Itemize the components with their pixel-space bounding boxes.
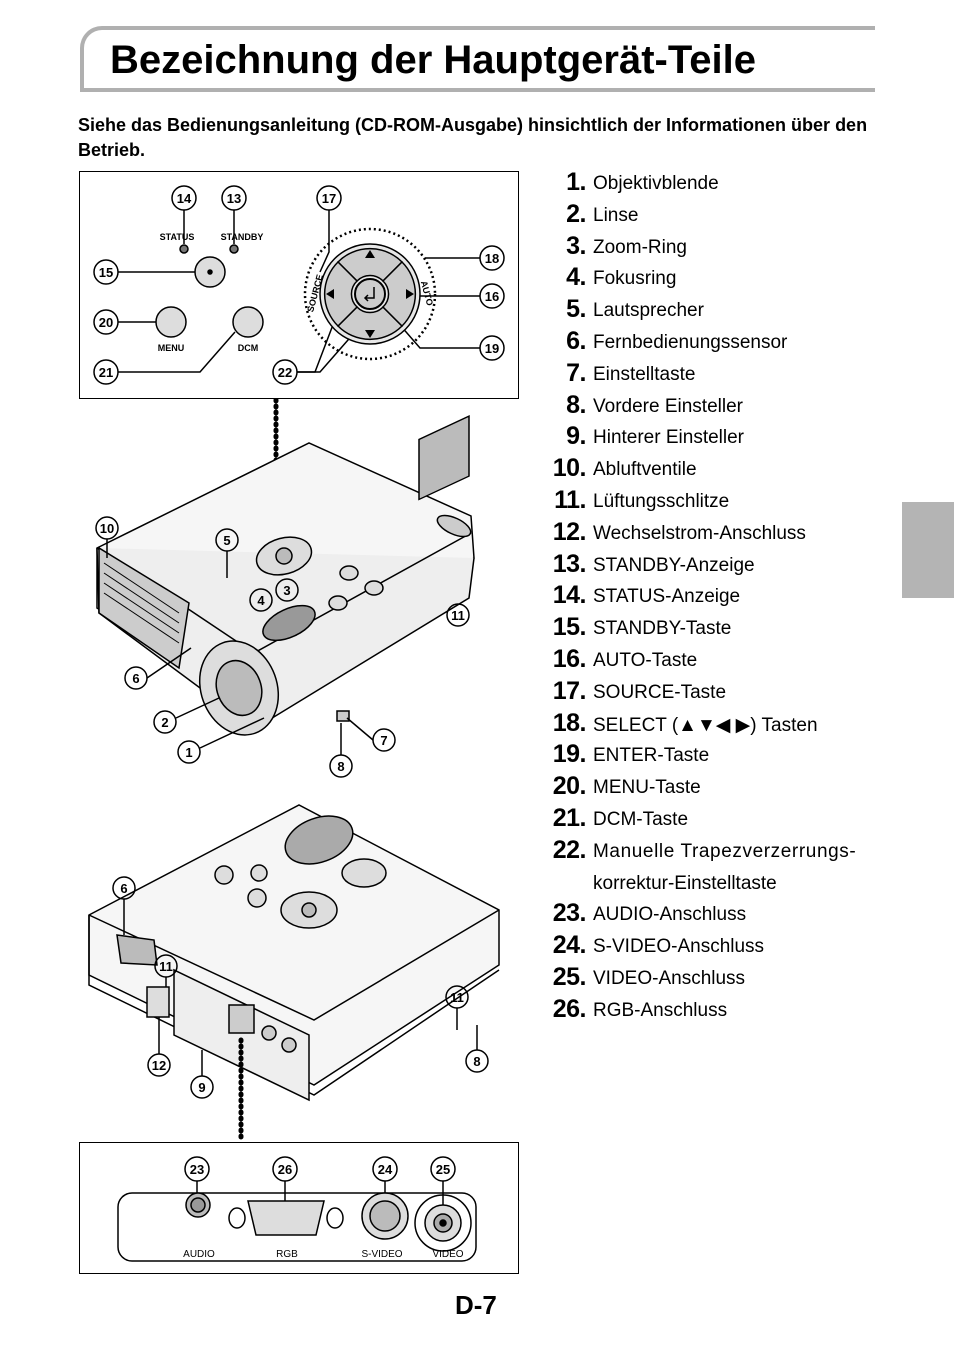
list-item: 22.Manuelle Trapezverzerrungs- — [552, 835, 857, 864]
list-item: 21.DCM-Taste — [552, 803, 689, 832]
list-item: 25.VIDEO-Anschluss — [552, 962, 746, 991]
list-item: 24.S-VIDEO-Anschluss — [552, 931, 765, 960]
rear-callout-9: 9 — [198, 1080, 205, 1095]
callout-13: 13 — [227, 191, 241, 206]
auto-label: AUTO — [419, 280, 435, 307]
list-item: 9.Hinterer Einsteller — [566, 422, 744, 451]
list-item: 5.Lautsprecher — [566, 295, 704, 324]
callout-19: 19 — [485, 341, 499, 356]
list-item: 14.STATUS-Anzeige — [552, 581, 741, 610]
rear-callout-11-left: 11 — [159, 959, 173, 974]
connector-panel-diagram: 23 26 24 25 AUDIO RGB S-VIDEO VIDEO — [79, 1142, 519, 1274]
callout-16: 16 — [485, 289, 499, 304]
callout-18: 18 — [485, 251, 499, 266]
front-callout-2: 2 — [161, 715, 168, 730]
front-callout-1: 1 — [185, 745, 192, 760]
list-item: 18.SELECT (▲▼◀ ▶) Tasten — [552, 708, 818, 737]
audio-label: AUDIO — [183, 1249, 215, 1260]
list-item: 1.Objektivblende — [566, 168, 719, 196]
dcm-label: DCM — [238, 343, 259, 353]
callout-17: 17 — [322, 191, 336, 206]
list-item: 11.Lüftungsschlitze — [554, 485, 730, 514]
connector-callout-26: 26 — [278, 1162, 292, 1177]
menu-label: MENU — [158, 343, 185, 353]
list-item: 23.AUDIO-Anschluss — [552, 899, 747, 928]
list-item: 7.Einstelltaste — [566, 358, 696, 387]
list-item: 12.Wechselstrom-Anschluss — [552, 517, 806, 546]
list-item: 16.AUTO-Taste — [552, 644, 698, 673]
title-frame — [80, 26, 875, 92]
rear-callout-11-right: 11 — [450, 990, 464, 1005]
status-label: STATUS — [160, 232, 195, 242]
front-callout-5: 5 — [223, 533, 230, 548]
list-item: 26.RGB-Anschluss — [552, 994, 728, 1023]
connector-callout-25: 25 — [436, 1162, 450, 1177]
list-item: 20.MENU-Taste — [552, 772, 701, 801]
connector-panel-illustration: 23 26 24 25 AUDIO RGB S-VIDEO VIDEO — [117, 1156, 477, 1262]
svideo-label: S-VIDEO — [361, 1249, 402, 1260]
rgb-label: RGB — [276, 1249, 298, 1260]
list-item: 6.Fernbedienungssensor — [566, 326, 788, 355]
front-callout-3: 3 — [283, 583, 290, 598]
connector-callout-23: 23 — [190, 1162, 204, 1177]
list-item: 15.STANDBY-Taste — [552, 613, 732, 642]
front-callout-4: 4 — [257, 593, 265, 608]
list-item: 13.STANDBY-Anzeige — [552, 549, 755, 578]
intro-text: Siehe das Bedienungsanleitung (CD-ROM-Au… — [78, 115, 868, 160]
rear-callout-8: 8 — [473, 1054, 480, 1069]
list-item: 4.Fokusring — [566, 263, 677, 292]
page-title: Bezeichnung der Hauptgerät-Teile — [110, 38, 757, 82]
connector-callout-24: 24 — [378, 1162, 393, 1177]
front-callout-6: 6 — [132, 671, 139, 686]
list-item: 19.ENTER-Taste — [552, 740, 710, 769]
list-item: 10.Abluftventile — [552, 454, 697, 483]
list-item: korrektur-Einstelltaste — [593, 872, 777, 894]
list-item: 17.SOURCE-Taste — [552, 676, 727, 705]
list-item: 2.Linse — [566, 199, 639, 228]
callout-14: 14 — [177, 191, 192, 206]
standby-label: STANDBY — [221, 232, 264, 242]
control-panel-illustration: 14 13 17 15 18 16 20 19 21 22 STATUS STA… — [93, 185, 505, 385]
rear-callout-12: 12 — [152, 1058, 166, 1073]
front-callout-10: 10 — [100, 521, 114, 536]
callout-20: 20 — [99, 315, 113, 330]
front-callout-8: 8 — [337, 759, 344, 774]
front-callout-11: 11 — [451, 608, 465, 623]
callout-15: 15 — [99, 265, 113, 280]
video-label: VIDEO — [432, 1249, 463, 1260]
control-panel-diagram: 14 13 17 15 18 16 20 19 21 22 STATUS STA… — [79, 171, 519, 399]
callout-21: 21 — [99, 365, 113, 380]
front-callout-7: 7 — [380, 733, 387, 748]
list-item: 8.Vordere Einsteller — [566, 390, 743, 419]
page-number: D-7 — [455, 1290, 497, 1320]
projector-front-illustration: 10 5 3 4 11 6 2 1 7 8 — [95, 398, 475, 778]
chapter-tab — [902, 502, 954, 598]
callout-22: 22 — [278, 365, 292, 380]
rear-callout-6: 6 — [120, 881, 127, 896]
list-item: 3.Zoom-Ring — [566, 231, 687, 260]
parts-list: 1.Objektivblende 2.Linse 3.Zoom-Ring 4.F… — [548, 168, 898, 1027]
projector-rear-illustration: 6 11 11 12 9 8 — [88, 804, 500, 1140]
